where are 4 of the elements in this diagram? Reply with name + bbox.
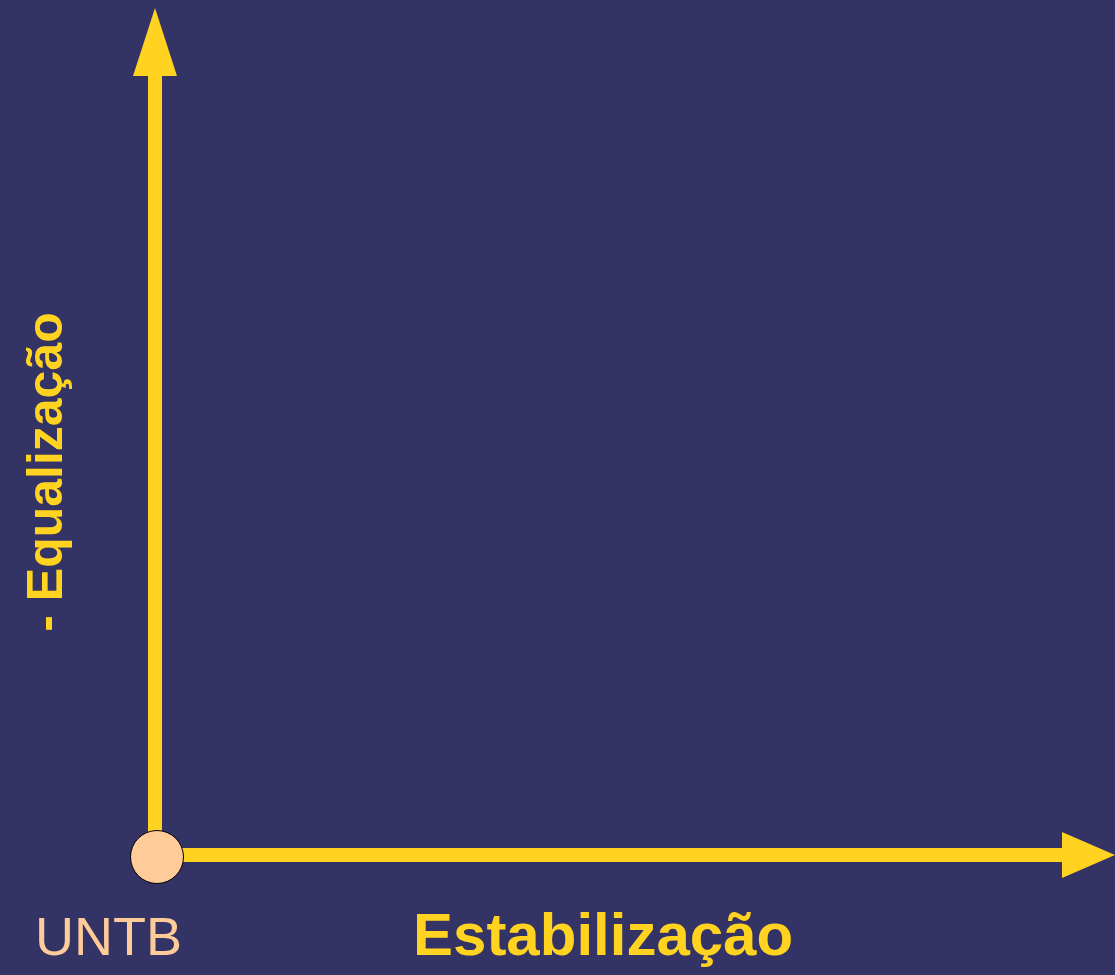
horizontal-axis-label: Estabilização xyxy=(413,901,794,969)
origin-circle xyxy=(130,830,184,884)
origin-label: UNTB xyxy=(35,905,182,967)
vertical-axis-label: - Equalização xyxy=(17,312,73,632)
